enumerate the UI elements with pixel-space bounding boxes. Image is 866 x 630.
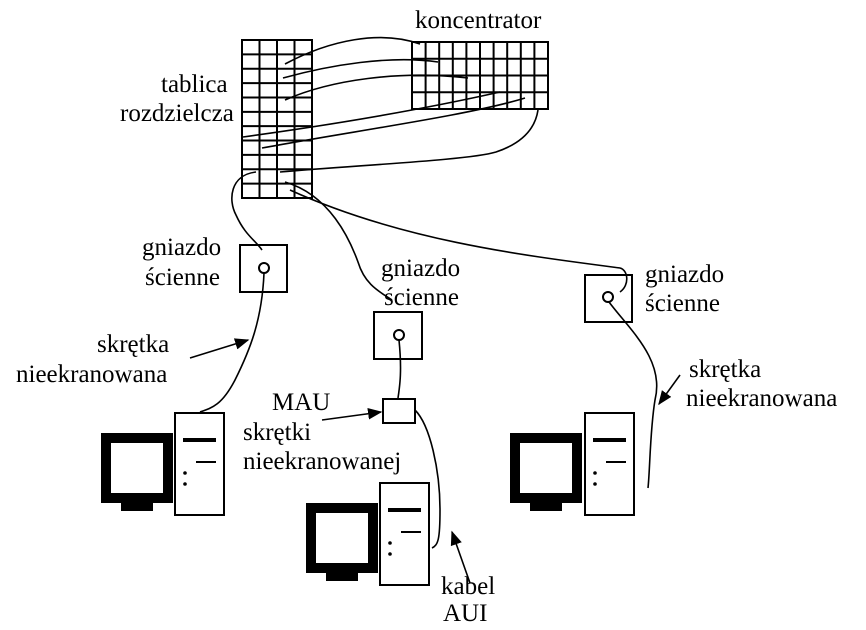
mau-transceiver: [382, 398, 416, 424]
monitor-icon: [510, 433, 582, 511]
utp-left-label-line2: nieekranowana: [16, 361, 167, 388]
wall-socket-2: [373, 311, 423, 360]
arrow-utp-left: [189, 338, 250, 359]
wall-socket-3: [584, 274, 633, 323]
horizontal-cables: [231, 171, 628, 301]
tower-icon: [379, 482, 430, 586]
tower-icon: [174, 412, 225, 516]
utp-right-label-line1: skrętka: [689, 356, 761, 383]
monitor-icon: [101, 433, 173, 511]
mau-label-line3: nieekranowanej: [243, 448, 401, 475]
arrow-mau: [321, 408, 383, 421]
computer-2: [306, 482, 430, 586]
socket3-label-line2: ścienne: [645, 290, 720, 317]
callout-arrows: [189, 338, 681, 584]
computer-3: [510, 412, 635, 516]
monitor-icon: [306, 503, 378, 581]
computer-1: [101, 412, 225, 516]
patch-cords: [242, 36, 539, 173]
concentrator-label: koncentrator: [415, 7, 542, 34]
socket1-label-line2: ścienne: [145, 264, 220, 291]
hub: [411, 41, 549, 110]
mau-label-line1: MAU: [272, 389, 330, 416]
utp-right-label-line2: nieekranowana: [686, 385, 837, 412]
mau-label-line2: skrętki: [243, 419, 311, 446]
panel-label-line1: tablica: [161, 71, 228, 98]
patch-panel: [241, 39, 313, 199]
socket3-label-line1: gniazdo: [645, 261, 724, 288]
aui-label-line1: kabel: [441, 573, 495, 600]
socket2-label-line2: ścienne: [384, 284, 459, 311]
drop-cables: [199, 272, 658, 549]
socket1-label-line1: gniazdo: [142, 234, 221, 261]
arrow-utp-right: [658, 374, 681, 406]
panel-label-line2: rozdzielcza: [120, 100, 234, 127]
tower-icon: [584, 412, 635, 516]
utp-left-label-line1: skrętka: [97, 331, 169, 358]
socket2-label-line1: gniazdo: [381, 255, 460, 282]
aui-label-line2: AUI: [443, 600, 487, 627]
arrow-aui: [450, 530, 471, 584]
